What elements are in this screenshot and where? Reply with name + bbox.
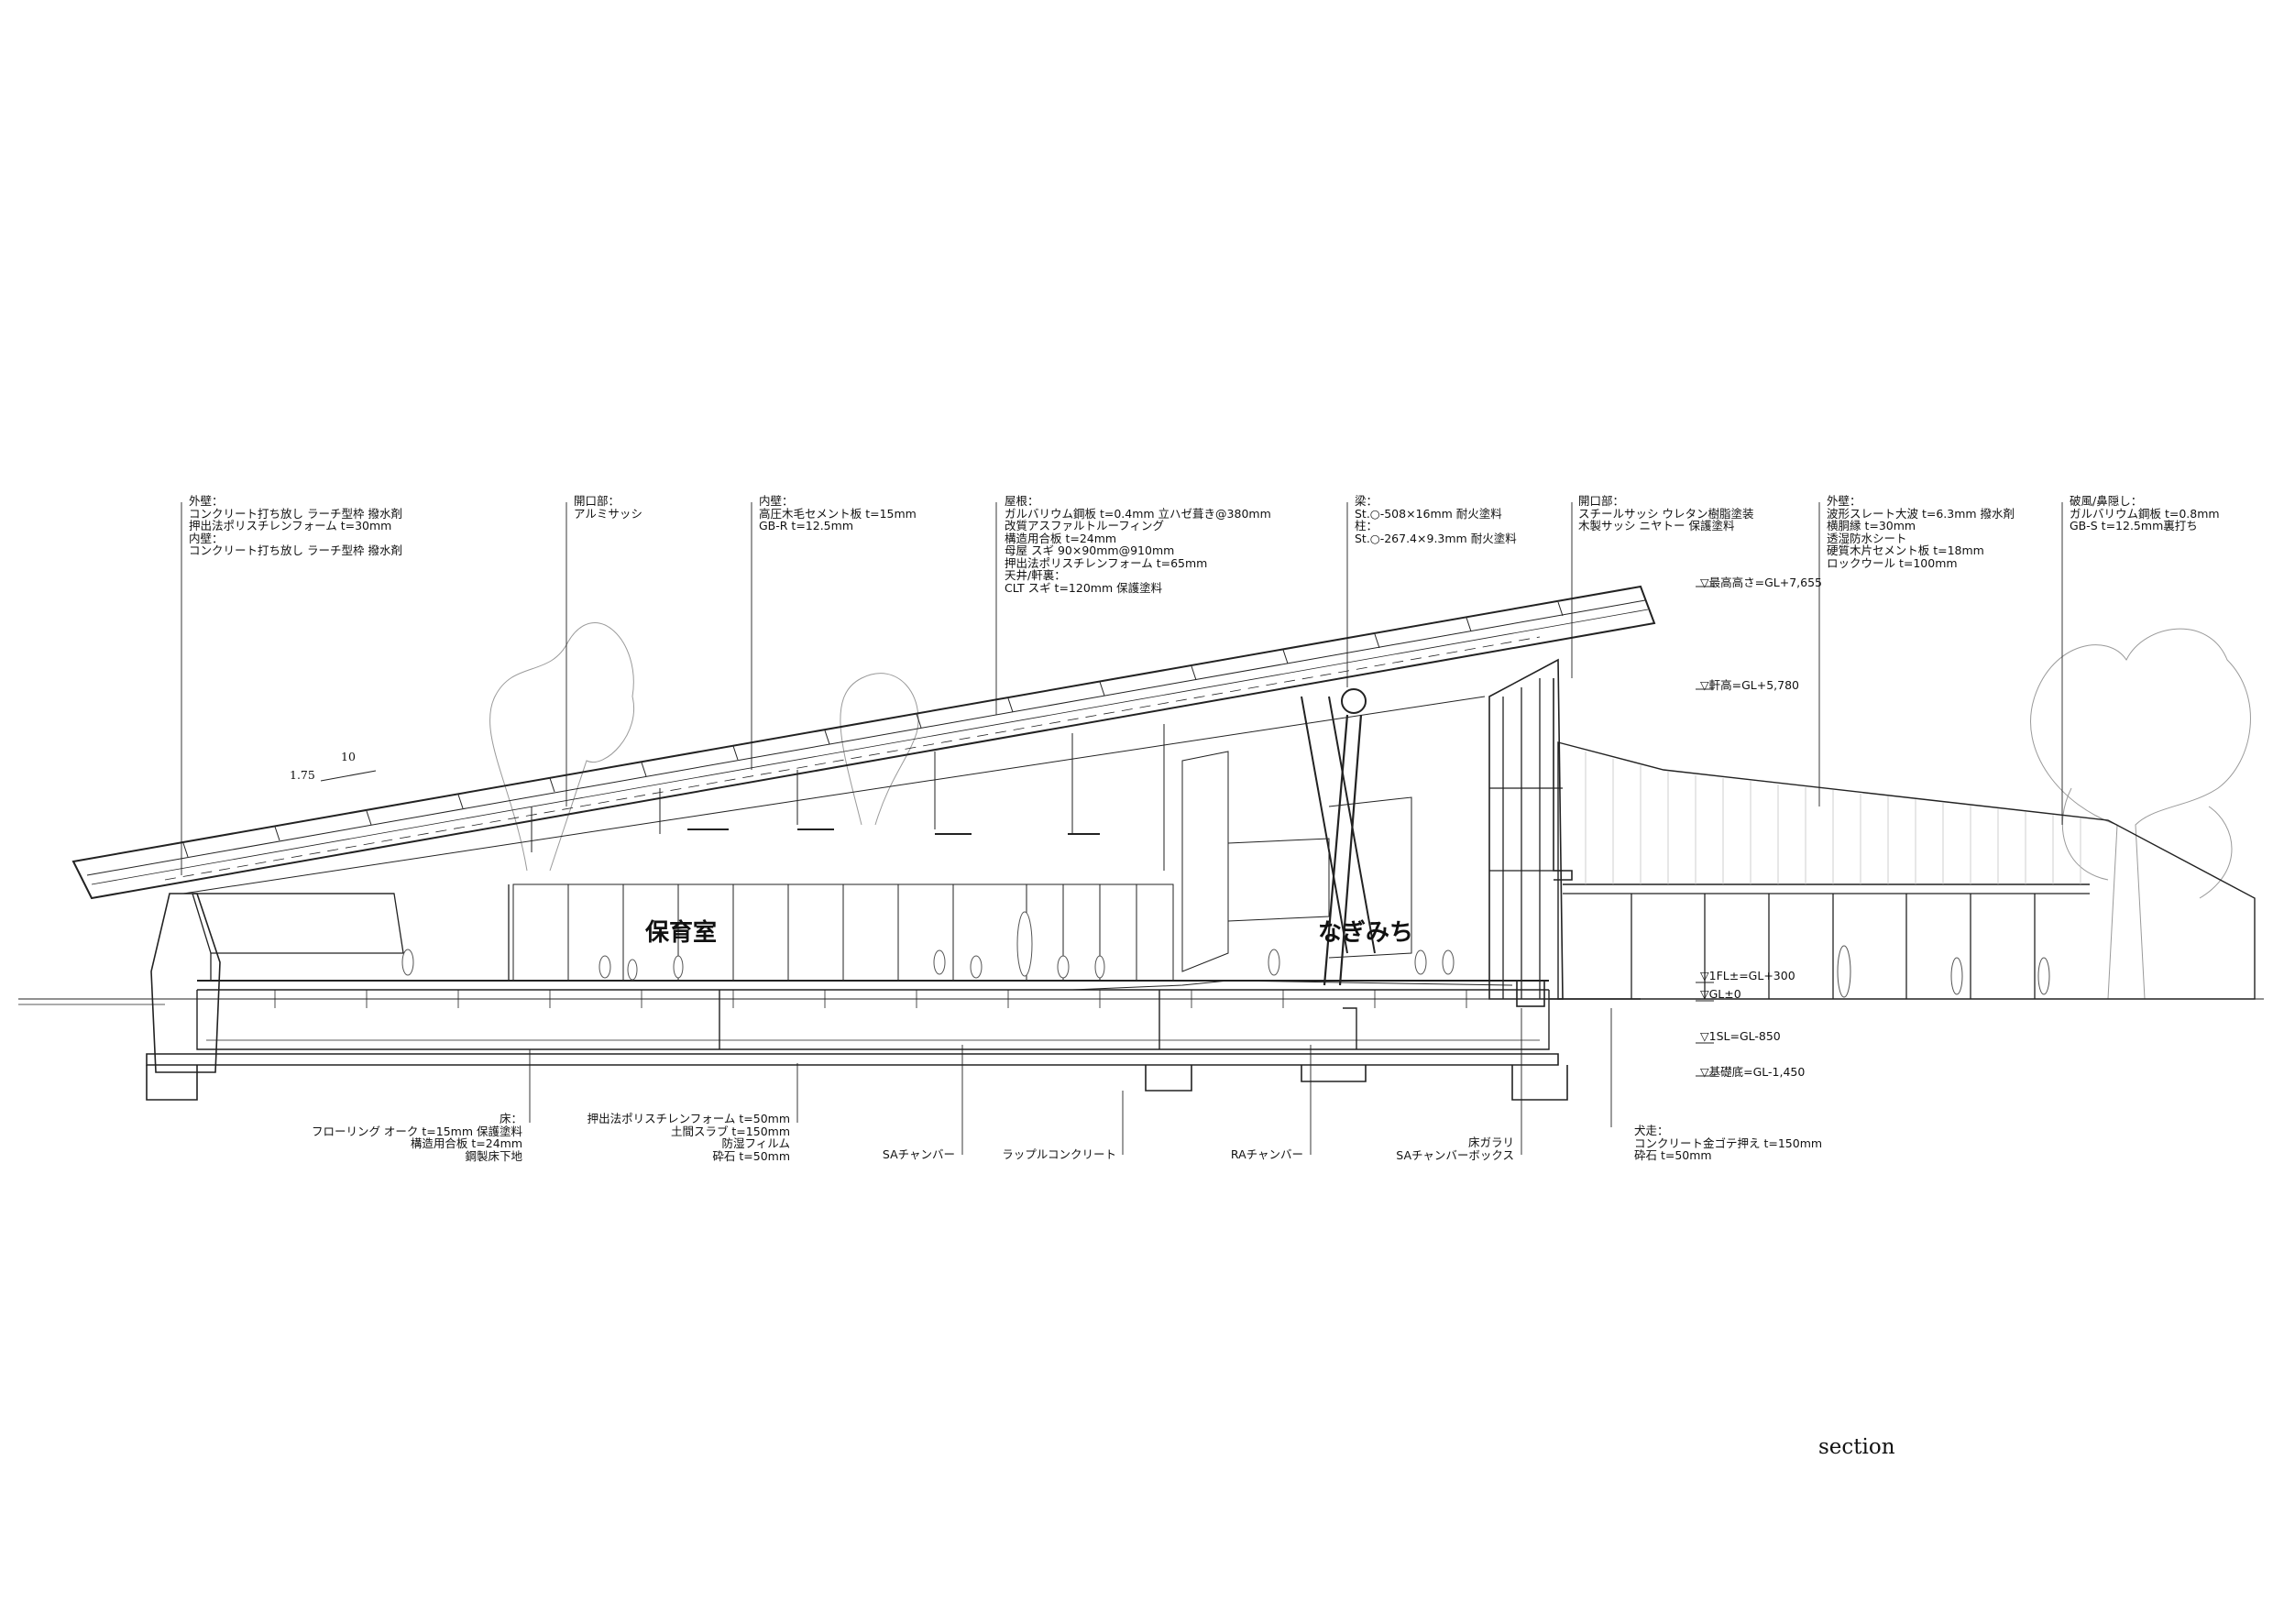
note-line: ガルバリウム鋼板 t=0.4mm 立ハゼ葺き@380mm xyxy=(1005,506,1271,521)
note-title: 開口部： xyxy=(574,494,620,508)
note-line: 構造用合板 t=24mm xyxy=(410,1136,522,1150)
note-line: 床ガラリ xyxy=(1467,1136,1514,1149)
slope-indicator xyxy=(320,770,377,782)
people-figures xyxy=(401,911,2050,998)
note-line: St.○-508×16mm 耐火塗料 xyxy=(1355,506,1502,521)
note-line: 天井/軒裏： xyxy=(1005,568,1066,582)
level-1sl: ▽1SL=GL-850 xyxy=(1700,1029,1781,1043)
note-opening-2: 開口部： スチールサッシ ウレタン樹脂塗装 木製サッシ ニヤトー 保護塗料 xyxy=(1578,495,1753,532)
note-line: アルミサッシ xyxy=(574,506,642,521)
note-title: 外壁： xyxy=(189,494,224,508)
note-line: St.○-267.4×9.3mm 耐火塗料 xyxy=(1355,531,1517,545)
level-marker-lines xyxy=(1696,586,1714,1077)
background-trees xyxy=(489,622,2251,1000)
note-line: 横胴縁 t=30mm xyxy=(1827,519,1916,532)
roof-purlins xyxy=(182,601,1564,858)
note-ext-wall: 外壁： コンクリート打ち放し ラーチ型枠 撥水剤 押出法ポリスチレンフォーム t… xyxy=(189,495,402,557)
nursery-room xyxy=(192,884,510,981)
note-title: 犬走： xyxy=(1634,1124,1669,1137)
level-max-height: ▽最高高さ=GL+7,655 xyxy=(1700,576,1822,589)
glazing-partitions xyxy=(512,883,1174,982)
steel-column xyxy=(1323,688,1367,986)
note-title: 破風/鼻隠し： xyxy=(2070,494,2143,508)
note-line: 透湿防水シート xyxy=(1827,531,1907,545)
central-street-perspective xyxy=(1071,696,1513,991)
drawing-caption: section xyxy=(1818,1435,1895,1459)
level-foundation: ▽基礎底=GL-1,450 xyxy=(1700,1065,1806,1079)
note-line: GB-S t=12.5mm裏打ち xyxy=(2070,519,2198,532)
note-slab: 押出法ポリスチレンフォーム t=50mm 土間スラブ t=150mm 防湿フィル… xyxy=(550,1113,790,1162)
note-line: コンクリート打ち放し ラーチ型枠 撥水剤 xyxy=(189,543,402,557)
note-int-wall: 内壁： 高圧木毛セメント板 t=15mm GB-R t=12.5mm xyxy=(759,495,917,532)
note-line: コンクリート打ち放し ラーチ型枠 撥水剤 xyxy=(189,506,402,521)
note-line: 鋼製床下地 xyxy=(465,1148,522,1163)
note-beam: 梁： St.○-508×16mm 耐火塗料 柱： St.○-267.4×9.3m… xyxy=(1355,495,1517,544)
note-line: 柱： xyxy=(1355,519,1378,532)
underfloor-chambers xyxy=(196,990,1550,1050)
note-line: 高圧木毛セメント板 t=15mm xyxy=(759,506,917,521)
note-line: GB-R t=12.5mm xyxy=(759,519,853,532)
note-line: RAチャンバー xyxy=(1230,1147,1303,1161)
left-concrete-wall xyxy=(150,893,221,1073)
floor-deck xyxy=(197,980,1549,1008)
ceiling-plane xyxy=(182,696,1486,894)
note-opening-1: 開口部： アルミサッシ xyxy=(574,495,642,520)
note-line: 改質アスファルトルーフィング xyxy=(1005,519,1165,532)
foundation-slab xyxy=(146,1053,1568,1101)
note-line: 波形スレート大波 t=6.3mm 撥水剤 xyxy=(1827,506,2015,521)
room-label-nursery: 保育室 xyxy=(645,919,718,947)
level-gl: ▽GL±0 xyxy=(1700,987,1741,1001)
note-line: SAチャンバー xyxy=(882,1147,955,1161)
note-line: 押出法ポリスチレンフォーム t=30mm xyxy=(189,519,392,532)
note-line: 土間スラブ t=150mm xyxy=(670,1124,790,1138)
note-floor: 床： フローリング オーク t=15mm 保護塗料 構造用合板 t=24mm 鋼… xyxy=(284,1113,522,1162)
slope-run: 10 xyxy=(341,750,356,763)
right-glazing-tower xyxy=(1488,658,1573,1000)
note-title: 床： xyxy=(499,1112,522,1125)
level-1fl: ▽1FL±=GL+300 xyxy=(1700,969,1795,982)
note-sa-chamber: SAチャンバー xyxy=(825,1148,955,1161)
note-title: 開口部： xyxy=(1578,494,1625,508)
note-line: フローリング オーク t=15mm 保護塗料 xyxy=(311,1124,522,1138)
note-line: ガルバリウム鋼板 t=0.8mm xyxy=(2070,506,2220,521)
level-eave-height: ▽軒高=GL+5,780 xyxy=(1700,678,1799,692)
note-line: 砕石 t=50mm xyxy=(712,1148,790,1163)
note-title: 屋根： xyxy=(1005,494,1039,508)
note-line: 母屋 スギ 90×90mm@910mm xyxy=(1005,543,1175,557)
main-roof xyxy=(71,585,1656,900)
drain-gutter xyxy=(1516,980,1545,1007)
note-line: 内壁： xyxy=(189,531,224,545)
note-verge: 破風/鼻隠し： ガルバリウム鋼板 t=0.8mm GB-S t=12.5mm裏打… xyxy=(2070,495,2220,532)
note-title: 内壁： xyxy=(759,494,794,508)
note-line: 押出法ポリスチレンフォーム t=65mm xyxy=(1005,555,1208,570)
note-roof: 屋根： ガルバリウム鋼板 t=0.4mm 立ハゼ葺き@380mm 改質アスファル… xyxy=(1005,495,1271,594)
note-rubble: ラップルコンクリート xyxy=(972,1148,1116,1161)
right-building xyxy=(1557,741,2256,1000)
note-dog-run: 犬走： コンクリート金ゴテ押え t=150mm 砕石 t=50mm xyxy=(1634,1125,1822,1162)
room-label-nagimichi: なぎみち xyxy=(1318,919,1414,947)
hanging-lights xyxy=(531,724,1165,871)
note-line: 木製サッシ ニヤトー 保護塗料 xyxy=(1578,519,1735,532)
note-line: 構造用合板 t=24mm xyxy=(1005,531,1117,545)
note-line: ロックウール t=100mm xyxy=(1827,555,1958,570)
note-line: 硬質木片セメント板 t=18mm xyxy=(1827,543,1984,557)
note-line: コンクリート金ゴテ押え t=150mm xyxy=(1634,1136,1823,1150)
leader-lines xyxy=(181,502,2063,1155)
note-line: SAチャンバーボックス xyxy=(1396,1147,1514,1162)
note-line: 押出法ポリスチレンフォーム t=50mm xyxy=(587,1112,790,1125)
note-title: 外壁： xyxy=(1827,494,1861,508)
note-line: 砕石 t=50mm xyxy=(1634,1148,1712,1162)
note-line: ラップルコンクリート xyxy=(1002,1147,1116,1161)
slope-rise: 1.75 xyxy=(290,768,315,782)
note-floor-grille: 床ガラリ SAチャンバーボックス xyxy=(1329,1136,1514,1161)
note-line: 防湿フィルム xyxy=(721,1136,790,1150)
note-title: 梁： xyxy=(1355,494,1378,508)
note-line: スチールサッシ ウレタン樹脂塗装 xyxy=(1578,506,1754,521)
note-ra-chamber: RAチャンバー xyxy=(1182,1148,1303,1161)
note-ext-wall-2: 外壁： 波形スレート大波 t=6.3mm 撥水剤 横胴縁 t=30mm 透湿防水… xyxy=(1827,495,2015,569)
note-line: CLT スギ t=120mm 保護塗料 xyxy=(1005,580,1163,595)
